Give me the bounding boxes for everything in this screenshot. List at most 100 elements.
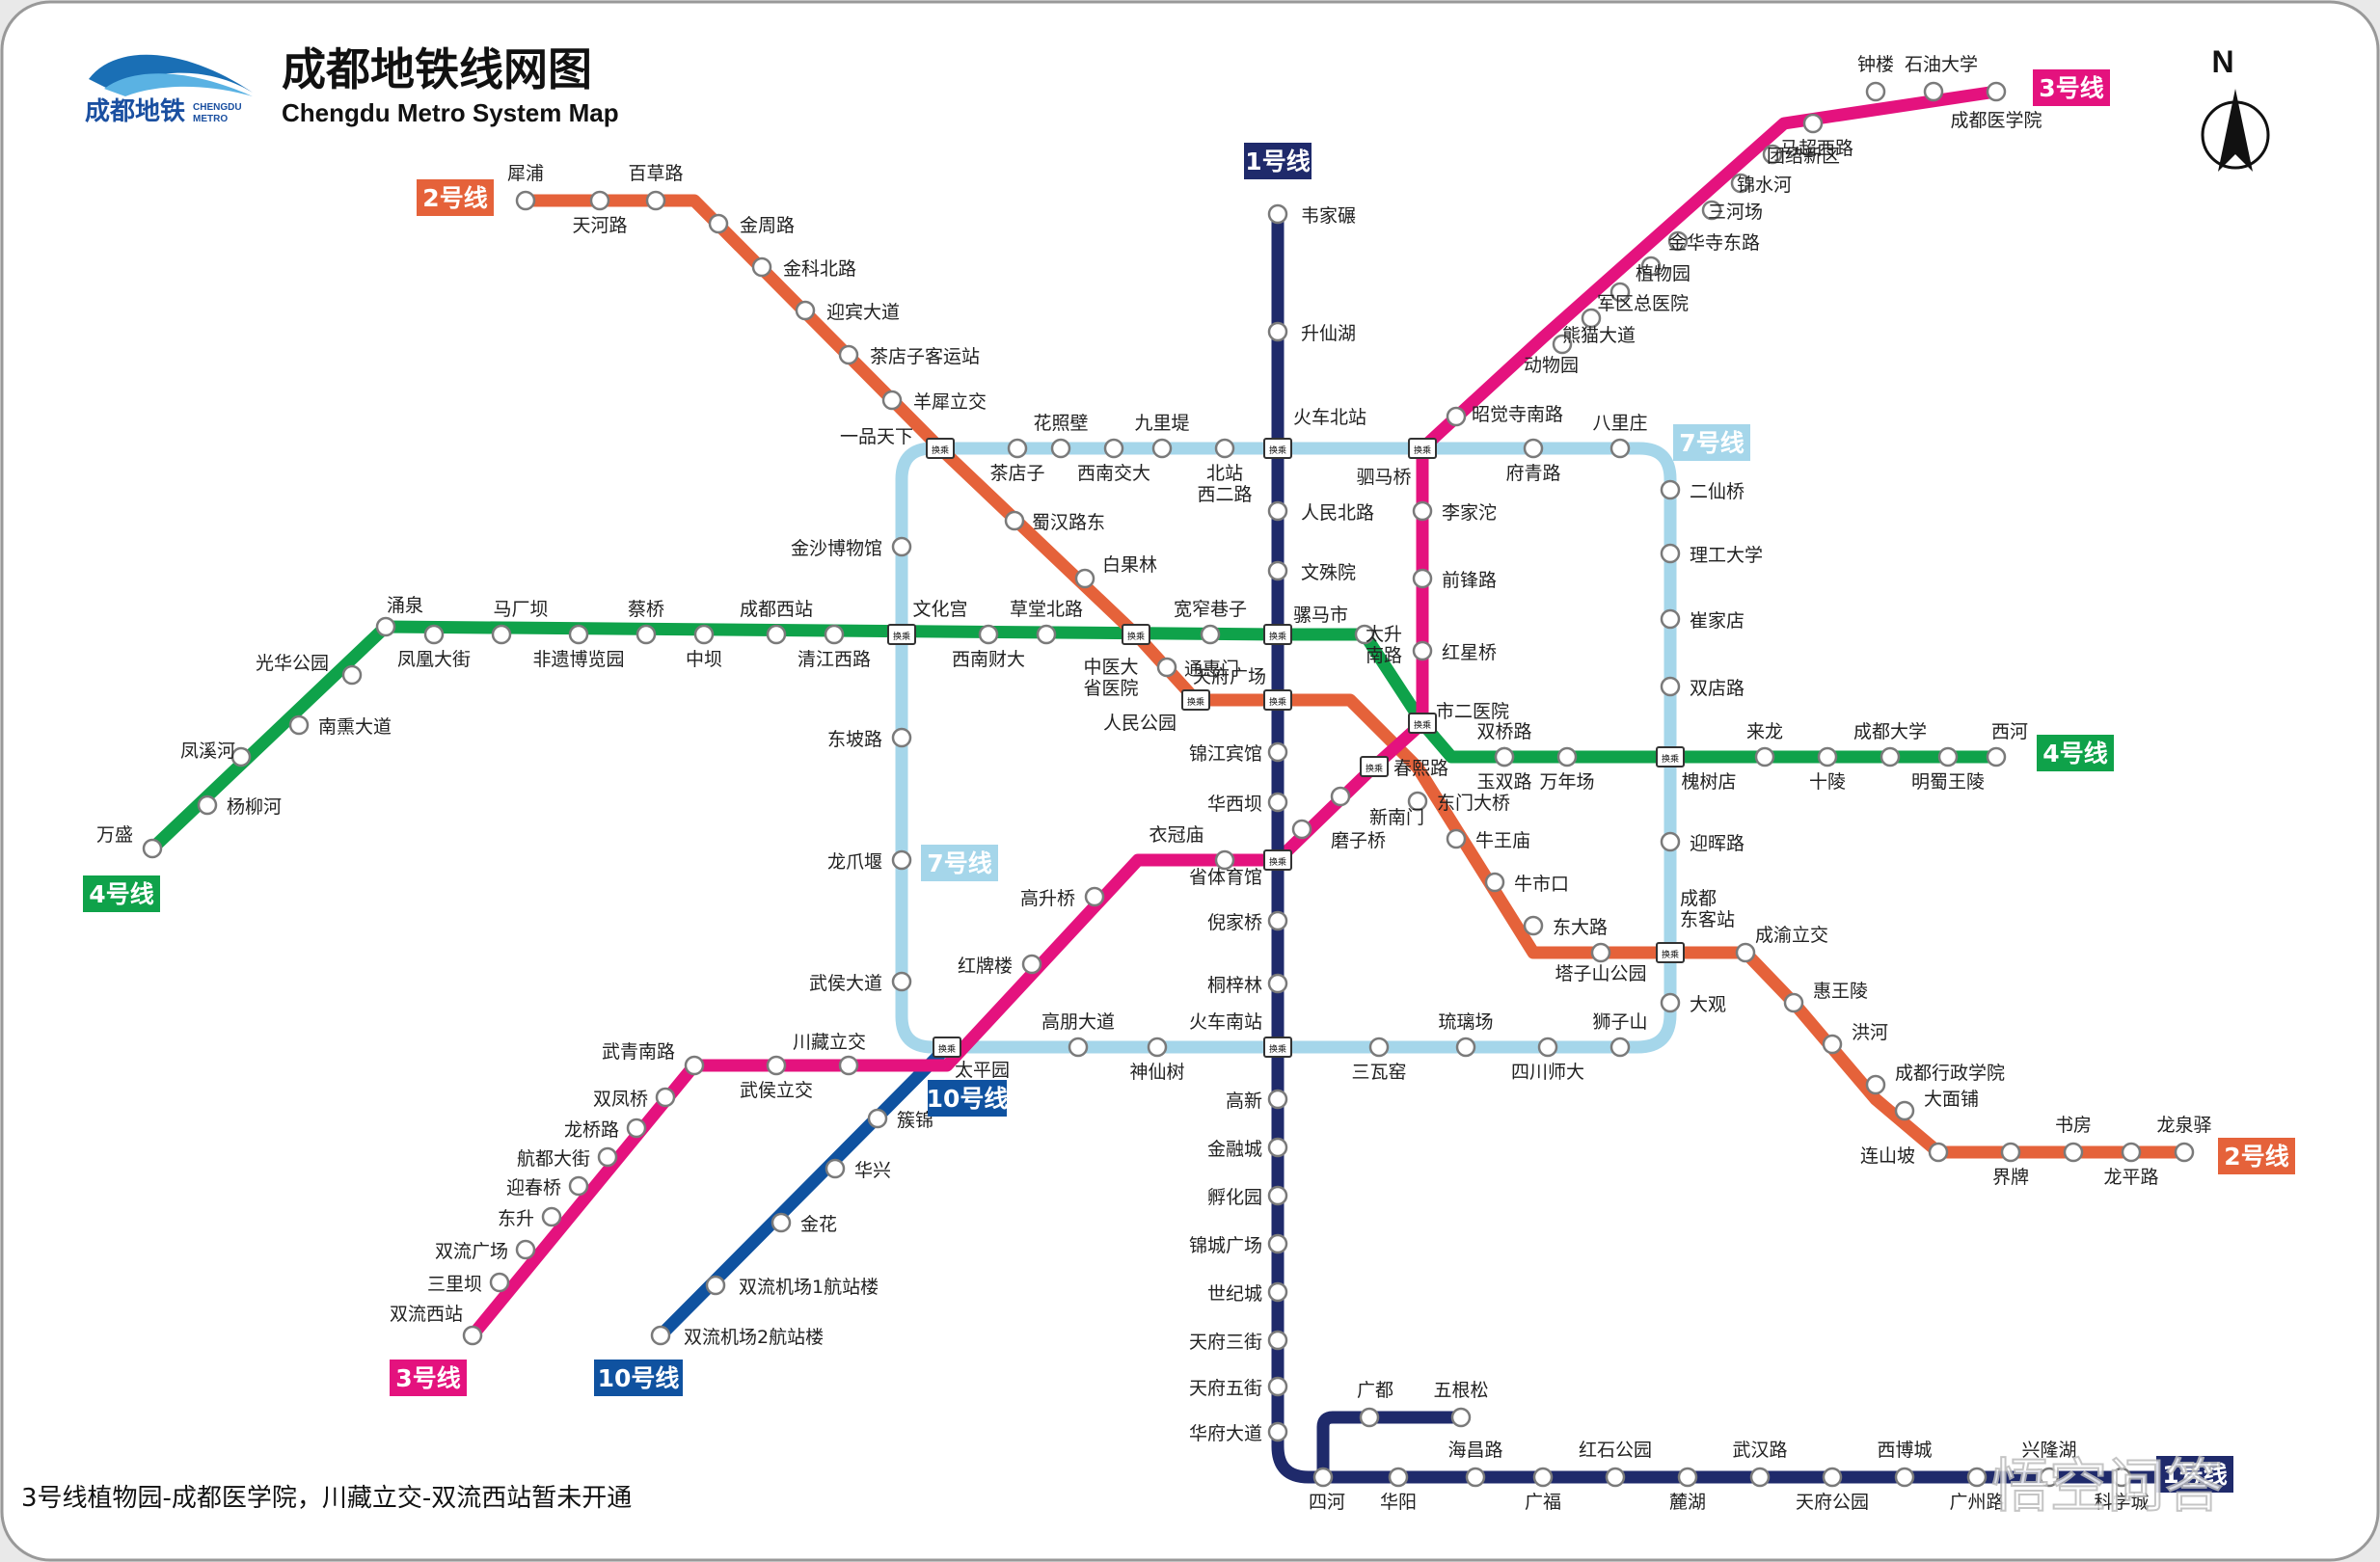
station-marker[interactable]	[423, 624, 445, 645]
station-marker[interactable]	[1523, 438, 1544, 459]
station-marker[interactable]	[597, 1146, 618, 1168]
transfer-station-marker[interactable]: 换乘	[1122, 624, 1150, 645]
line-badge-l3[interactable]: 3号线	[2033, 69, 2110, 106]
station-marker[interactable]	[1609, 282, 1631, 303]
line-badge-l7[interactable]: 7号线	[921, 845, 998, 881]
station-marker[interactable]	[568, 1175, 589, 1197]
station-marker[interactable]	[1677, 1467, 1698, 1488]
station-marker[interactable]	[341, 664, 363, 686]
station-marker[interactable]	[1660, 543, 1681, 564]
line-badge-l3[interactable]: 3号线	[390, 1360, 467, 1396]
station-marker[interactable]	[1660, 831, 1681, 852]
transfer-station-marker[interactable]: 换乘	[1263, 438, 1292, 459]
station-marker[interactable]	[1865, 81, 1886, 102]
station-marker[interactable]	[1267, 1376, 1288, 1397]
station-marker[interactable]	[771, 1212, 792, 1233]
transfer-station-marker[interactable]: 换乘	[1656, 942, 1685, 963]
station-marker[interactable]	[645, 190, 666, 211]
station-marker[interactable]	[1754, 746, 1775, 768]
transfer-station-marker[interactable]: 换乘	[1408, 713, 1437, 734]
station-marker[interactable]	[1267, 1089, 1288, 1110]
station-marker[interactable]	[1537, 1037, 1558, 1058]
station-marker[interactable]	[1156, 657, 1177, 678]
station-marker[interactable]	[568, 624, 589, 645]
station-marker[interactable]	[891, 536, 912, 557]
line-badge-l4[interactable]: 4号线	[2037, 735, 2114, 771]
line-badge-l10[interactable]: 10号线	[594, 1360, 683, 1396]
station-marker[interactable]	[1214, 438, 1235, 459]
station-marker[interactable]	[1783, 992, 1804, 1013]
station-marker[interactable]	[891, 849, 912, 871]
station-marker[interactable]	[541, 1206, 562, 1227]
station-marker[interactable]	[684, 1055, 705, 1076]
station-marker[interactable]	[1556, 746, 1578, 768]
station-marker[interactable]	[881, 390, 903, 411]
station-marker[interactable]	[705, 1275, 726, 1296]
transfer-station-marker[interactable]: 换乘	[1263, 1037, 1292, 1058]
station-marker[interactable]	[1986, 81, 2007, 102]
station-marker[interactable]	[1609, 1037, 1631, 1058]
station-marker[interactable]	[1267, 1137, 1288, 1158]
station-marker[interactable]	[1267, 1281, 1288, 1303]
station-marker[interactable]	[1359, 1407, 1380, 1428]
station-marker[interactable]	[2121, 1142, 2142, 1163]
station-marker[interactable]	[1412, 640, 1433, 661]
station-marker[interactable]	[2174, 1142, 2195, 1163]
station-marker[interactable]	[1660, 479, 1681, 500]
station-marker[interactable]	[978, 624, 999, 645]
transfer-station-marker[interactable]: 换乘	[926, 438, 955, 459]
station-marker[interactable]	[1446, 406, 1467, 427]
station-marker[interactable]	[1368, 1037, 1390, 1058]
station-marker[interactable]	[1822, 1467, 1843, 1488]
station-marker[interactable]	[1267, 1330, 1288, 1351]
transfer-station-marker[interactable]: 换乘	[1181, 689, 1210, 711]
station-marker[interactable]	[766, 1055, 787, 1076]
station-marker[interactable]	[1412, 568, 1433, 589]
station-marker[interactable]	[1084, 886, 1105, 907]
station-marker[interactable]	[1605, 1467, 1626, 1488]
station-marker[interactable]	[1267, 321, 1288, 342]
station-marker[interactable]	[766, 624, 787, 645]
station-marker[interactable]	[1640, 256, 1662, 277]
transfer-station-marker[interactable]: 换乘	[1360, 756, 1389, 777]
station-marker[interactable]	[1214, 849, 1235, 871]
station-marker[interactable]	[1004, 510, 1025, 531]
station-marker[interactable]	[1865, 1074, 1886, 1095]
station-marker[interactable]	[1749, 1467, 1771, 1488]
station-marker[interactable]	[626, 1118, 647, 1139]
station-marker[interactable]	[1267, 1233, 1288, 1254]
transfer-station-marker[interactable]: 换乘	[1408, 438, 1437, 459]
station-marker[interactable]	[515, 190, 536, 211]
station-marker[interactable]	[1074, 568, 1095, 589]
station-marker[interactable]	[1667, 230, 1689, 252]
station-marker[interactable]	[1036, 624, 1057, 645]
station-marker[interactable]	[1894, 1467, 1915, 1488]
station-marker[interactable]	[891, 727, 912, 748]
station-marker[interactable]	[1291, 819, 1312, 840]
station-marker[interactable]	[1412, 500, 1433, 522]
station-marker[interactable]	[1822, 1034, 1843, 1055]
station-marker[interactable]	[795, 300, 816, 321]
station-marker[interactable]	[751, 256, 772, 278]
station-marker[interactable]	[1730, 173, 1751, 194]
station-marker[interactable]	[1523, 915, 1544, 936]
station-marker[interactable]	[1966, 1467, 1988, 1488]
station-marker[interactable]	[491, 624, 512, 645]
station-marker[interactable]	[838, 1055, 859, 1076]
station-marker[interactable]	[589, 190, 610, 211]
station-marker[interactable]	[1590, 942, 1611, 963]
station-marker[interactable]	[1267, 792, 1288, 813]
station-marker[interactable]	[1103, 438, 1124, 459]
station-marker[interactable]	[489, 1272, 510, 1293]
station-marker[interactable]	[825, 1158, 846, 1179]
station-marker[interactable]	[515, 1239, 536, 1260]
transfer-station-marker[interactable]: 换乘	[1656, 746, 1685, 768]
station-marker[interactable]	[1267, 500, 1288, 522]
transfer-station-marker[interactable]: 换乘	[887, 624, 916, 645]
station-marker[interactable]	[1894, 1100, 1915, 1121]
station-marker[interactable]	[1267, 1421, 1288, 1442]
station-marker[interactable]	[1735, 942, 1756, 963]
station-marker[interactable]	[1817, 746, 1838, 768]
station-marker[interactable]	[1050, 438, 1071, 459]
station-marker[interactable]	[1407, 791, 1428, 812]
